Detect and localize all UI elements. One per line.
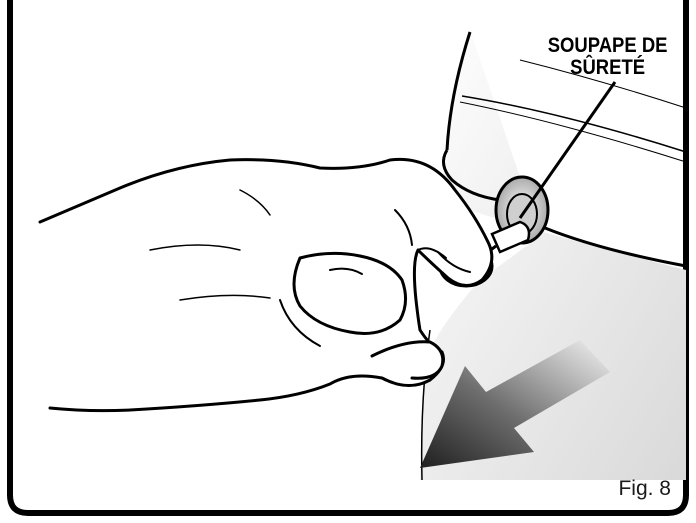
- hand: [40, 159, 492, 410]
- callout-line-1: SOUPAPE DE: [537, 35, 678, 57]
- callout-leader-line: [520, 82, 615, 218]
- callout-safety-valve-label: SOUPAPE DE SÛRETÉ: [537, 35, 678, 79]
- callout-line-2: SÛRETÉ: [537, 57, 678, 79]
- figure-number: Fig. 8: [618, 477, 671, 501]
